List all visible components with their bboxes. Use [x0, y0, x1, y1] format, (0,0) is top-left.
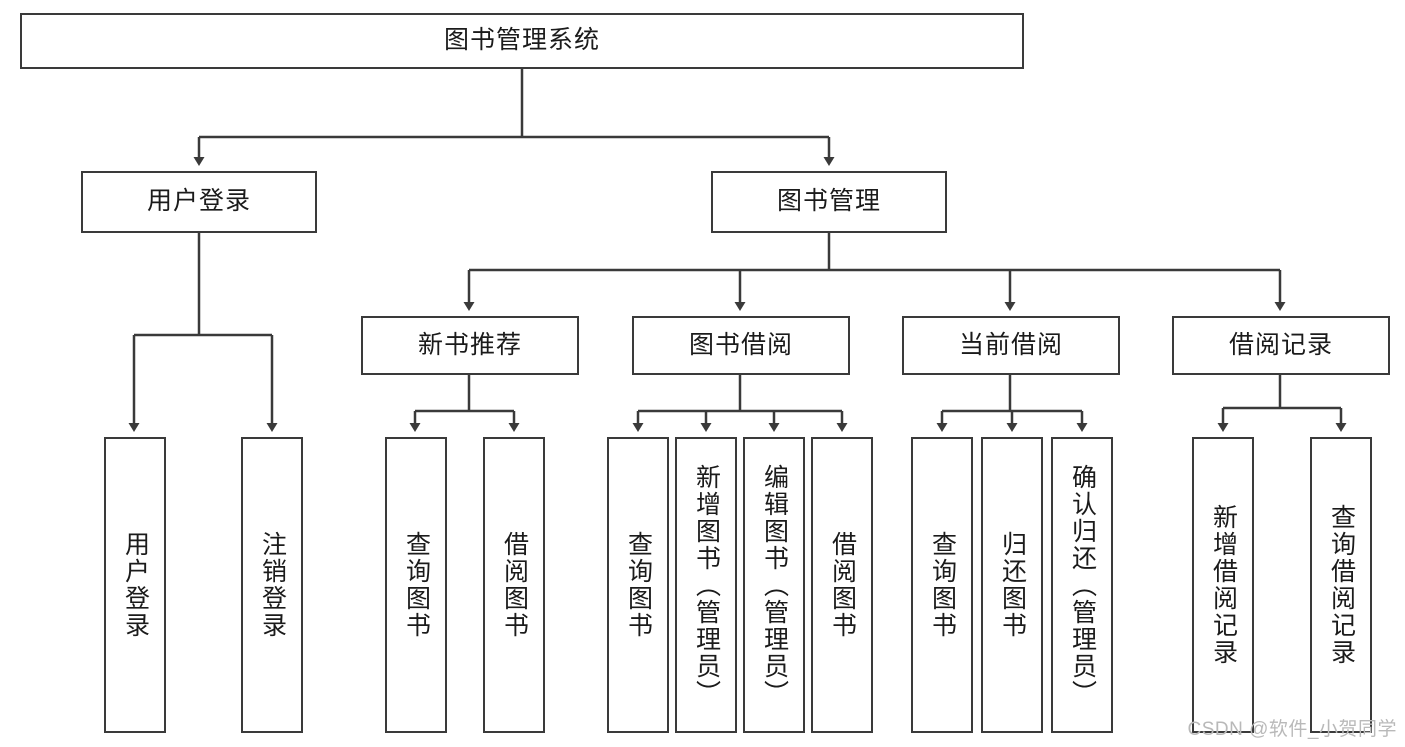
- node-root-label: 图书管理系统: [443, 26, 600, 55]
- leaf-label: 查询图书: [928, 531, 957, 639]
- leaf-add-borrow-record[interactable]: 新增借阅记录: [1192, 437, 1254, 733]
- node-book-borrow[interactable]: 图书借阅: [632, 316, 850, 375]
- leaf-label: 新增借阅记录: [1209, 504, 1238, 666]
- leaf-logout[interactable]: 注销登录: [241, 437, 303, 733]
- node-book-management-label: 图书管理: [776, 187, 881, 216]
- node-user-login-label: 用户登录: [146, 187, 251, 216]
- leaf-label: 借阅图书: [828, 531, 857, 639]
- leaf-label: 归还图书: [998, 531, 1027, 639]
- leaf-label: 查询图书: [624, 531, 653, 639]
- leaf-label: 注销登录: [258, 531, 287, 639]
- leaf-query-borrow-record[interactable]: 查询借阅记录: [1310, 437, 1372, 733]
- node-new-book-recommend-label: 新书推荐: [417, 330, 522, 359]
- leaf-return-book[interactable]: 归还图书: [981, 437, 1043, 733]
- leaf-edit-book-admin[interactable]: 编辑图书（管理员）: [743, 437, 805, 733]
- node-borrow-records-label: 借阅记录: [1228, 330, 1333, 359]
- node-book-management[interactable]: 图书管理: [711, 171, 947, 233]
- node-new-book-recommend[interactable]: 新书推荐: [361, 316, 579, 375]
- leaf-query-book-current[interactable]: 查询图书: [911, 437, 973, 733]
- node-current-borrow[interactable]: 当前借阅: [902, 316, 1120, 375]
- leaf-add-book-admin[interactable]: 新增图书（管理员）: [675, 437, 737, 733]
- leaf-user-login[interactable]: 用户登录: [104, 437, 166, 733]
- node-book-borrow-label: 图书借阅: [688, 330, 793, 359]
- leaf-label: 确认归还（管理员）: [1068, 463, 1097, 707]
- leaf-label: 编辑图书（管理员）: [760, 463, 789, 707]
- leaf-query-book-borrow[interactable]: 查询图书: [607, 437, 669, 733]
- node-current-borrow-label: 当前借阅: [958, 330, 1063, 359]
- leaf-label: 用户登录: [121, 531, 150, 639]
- leaf-borrow-book[interactable]: 借阅图书: [811, 437, 873, 733]
- leaf-label: 查询图书: [402, 531, 431, 639]
- node-borrow-records[interactable]: 借阅记录: [1172, 316, 1390, 375]
- watermark: CSDN @软件_小贺同学: [1187, 719, 1397, 740]
- leaf-label: 借阅图书: [500, 531, 529, 639]
- leaf-borrow-book-recommend[interactable]: 借阅图书: [483, 437, 545, 733]
- leaf-query-book-recommend[interactable]: 查询图书: [385, 437, 447, 733]
- leaf-label: 新增图书（管理员）: [692, 463, 721, 707]
- leaf-confirm-return-admin[interactable]: 确认归还（管理员）: [1051, 437, 1113, 733]
- node-user-login[interactable]: 用户登录: [81, 171, 317, 233]
- leaf-label: 查询借阅记录: [1327, 504, 1356, 666]
- node-root[interactable]: 图书管理系统: [20, 13, 1024, 69]
